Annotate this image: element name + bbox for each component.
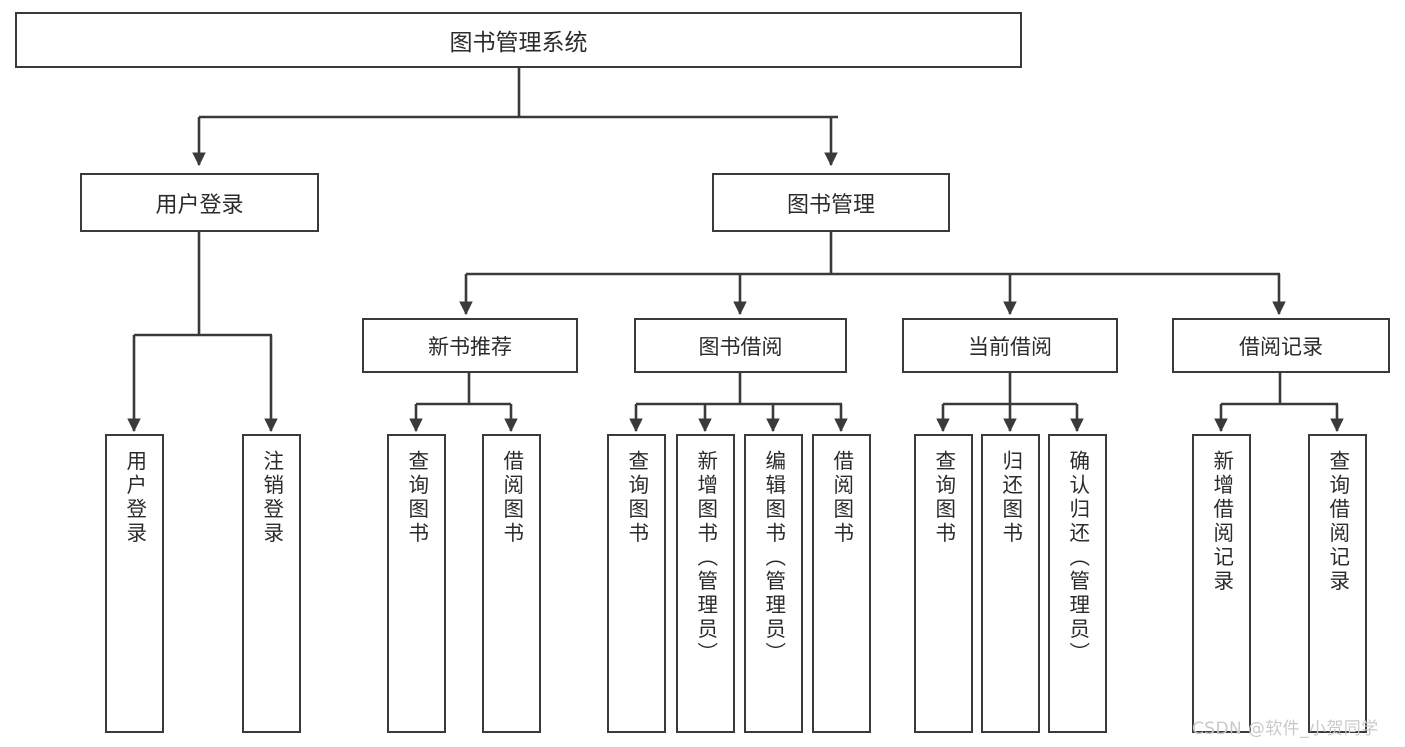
leaf-record-add-record[interactable]: 新增借阅记录: [1192, 434, 1251, 733]
node-label: 借阅图书: [829, 450, 854, 546]
node-label: 查询借阅记录: [1325, 450, 1350, 594]
csdn-watermark: CSDN @软件_小贺同学: [1192, 719, 1379, 739]
node-current-borrow[interactable]: 当前借阅: [902, 318, 1118, 373]
node-label: 查询图书: [624, 450, 649, 546]
leaf-borrow-borrow-book[interactable]: 借阅图书: [812, 434, 871, 733]
leaf-current-confirm-return[interactable]: 确认归还（管理员）: [1048, 434, 1107, 733]
leaf-record-query-record[interactable]: 查询借阅记录: [1308, 434, 1367, 733]
node-label: 借阅记录: [1239, 334, 1323, 359]
node-label: 归还图书: [998, 450, 1023, 546]
node-label: 用户登录: [122, 450, 147, 546]
leaf-current-query-book[interactable]: 查询图书: [914, 434, 973, 733]
leaf-borrow-query-book[interactable]: 查询图书: [607, 434, 666, 733]
node-label: 当前借阅: [968, 334, 1052, 359]
node-label: 用户登录: [155, 192, 244, 218]
node-root-system[interactable]: 图书管理系统: [15, 12, 1022, 68]
node-book-borrow[interactable]: 图书借阅: [634, 318, 847, 373]
leaf-borrow-edit-book[interactable]: 编辑图书（管理员）: [744, 434, 803, 733]
leaf-recommend-query-book[interactable]: 查询图书: [387, 434, 446, 733]
leaf-user-logout[interactable]: 注销登录: [242, 434, 301, 733]
node-label: 新增图书（管理员）: [693, 450, 718, 666]
node-label: 注销登录: [259, 450, 284, 546]
leaf-borrow-add-book[interactable]: 新增图书（管理员）: [676, 434, 735, 733]
leaf-current-return-book[interactable]: 归还图书: [981, 434, 1040, 733]
node-label: 图书借阅: [698, 334, 783, 359]
leaf-user-login[interactable]: 用户登录: [105, 434, 164, 733]
node-label: 图书管理系统: [449, 30, 588, 56]
node-borrow-record[interactable]: 借阅记录: [1172, 318, 1390, 373]
node-label: 借阅图书: [499, 450, 524, 546]
node-label: 编辑图书（管理员）: [761, 450, 786, 666]
node-new-book-recommend[interactable]: 新书推荐: [362, 318, 578, 373]
node-label: 新增借阅记录: [1209, 450, 1234, 594]
node-label: 图书管理: [786, 192, 875, 218]
node-label: 查询图书: [931, 450, 956, 546]
node-label: 确认归还（管理员）: [1065, 450, 1090, 666]
node-user-login[interactable]: 用户登录: [80, 173, 319, 232]
leaf-recommend-borrow-book[interactable]: 借阅图书: [482, 434, 541, 733]
node-book-management[interactable]: 图书管理: [712, 173, 950, 232]
node-label: 查询图书: [404, 450, 429, 546]
node-label: 新书推荐: [428, 334, 512, 359]
